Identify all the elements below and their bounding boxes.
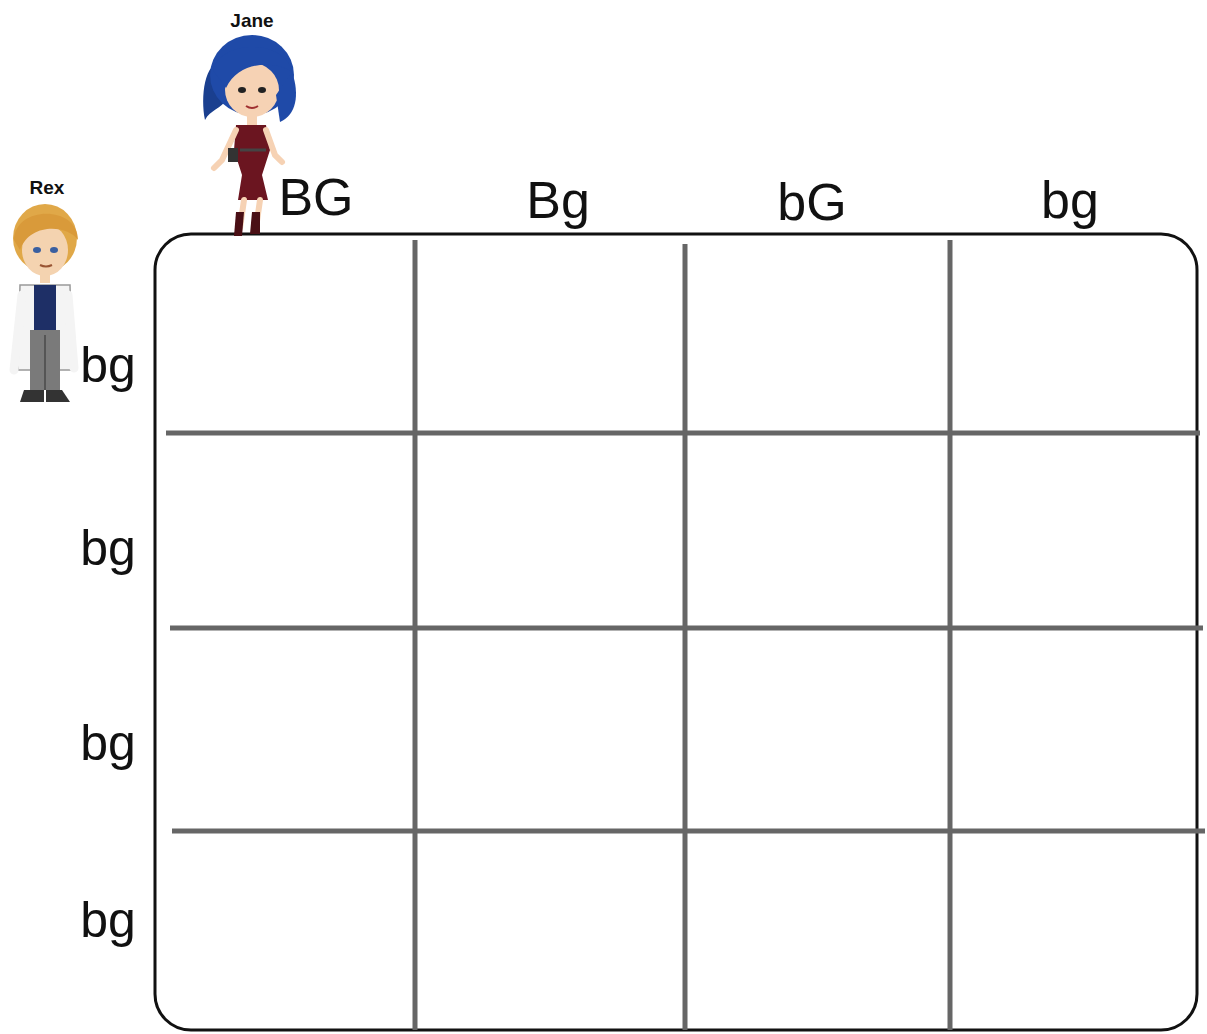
gamete-column-header: BG xyxy=(278,171,353,223)
grid-lines xyxy=(166,240,1205,1030)
person-name: Rex xyxy=(30,178,65,197)
gamete-row-header: bg xyxy=(80,895,136,945)
gamete-row-header: bg xyxy=(80,718,136,768)
square-frame xyxy=(155,234,1197,1030)
gamete-row-header: bg xyxy=(80,523,136,573)
gamete-row-header: bg xyxy=(80,340,136,390)
rex-figure xyxy=(13,204,78,402)
gamete-column-header: Bg xyxy=(526,174,590,226)
gamete-column-header: bg xyxy=(1041,174,1099,226)
person-name: Jane xyxy=(230,11,273,30)
gamete-column-header: bG xyxy=(777,176,846,228)
